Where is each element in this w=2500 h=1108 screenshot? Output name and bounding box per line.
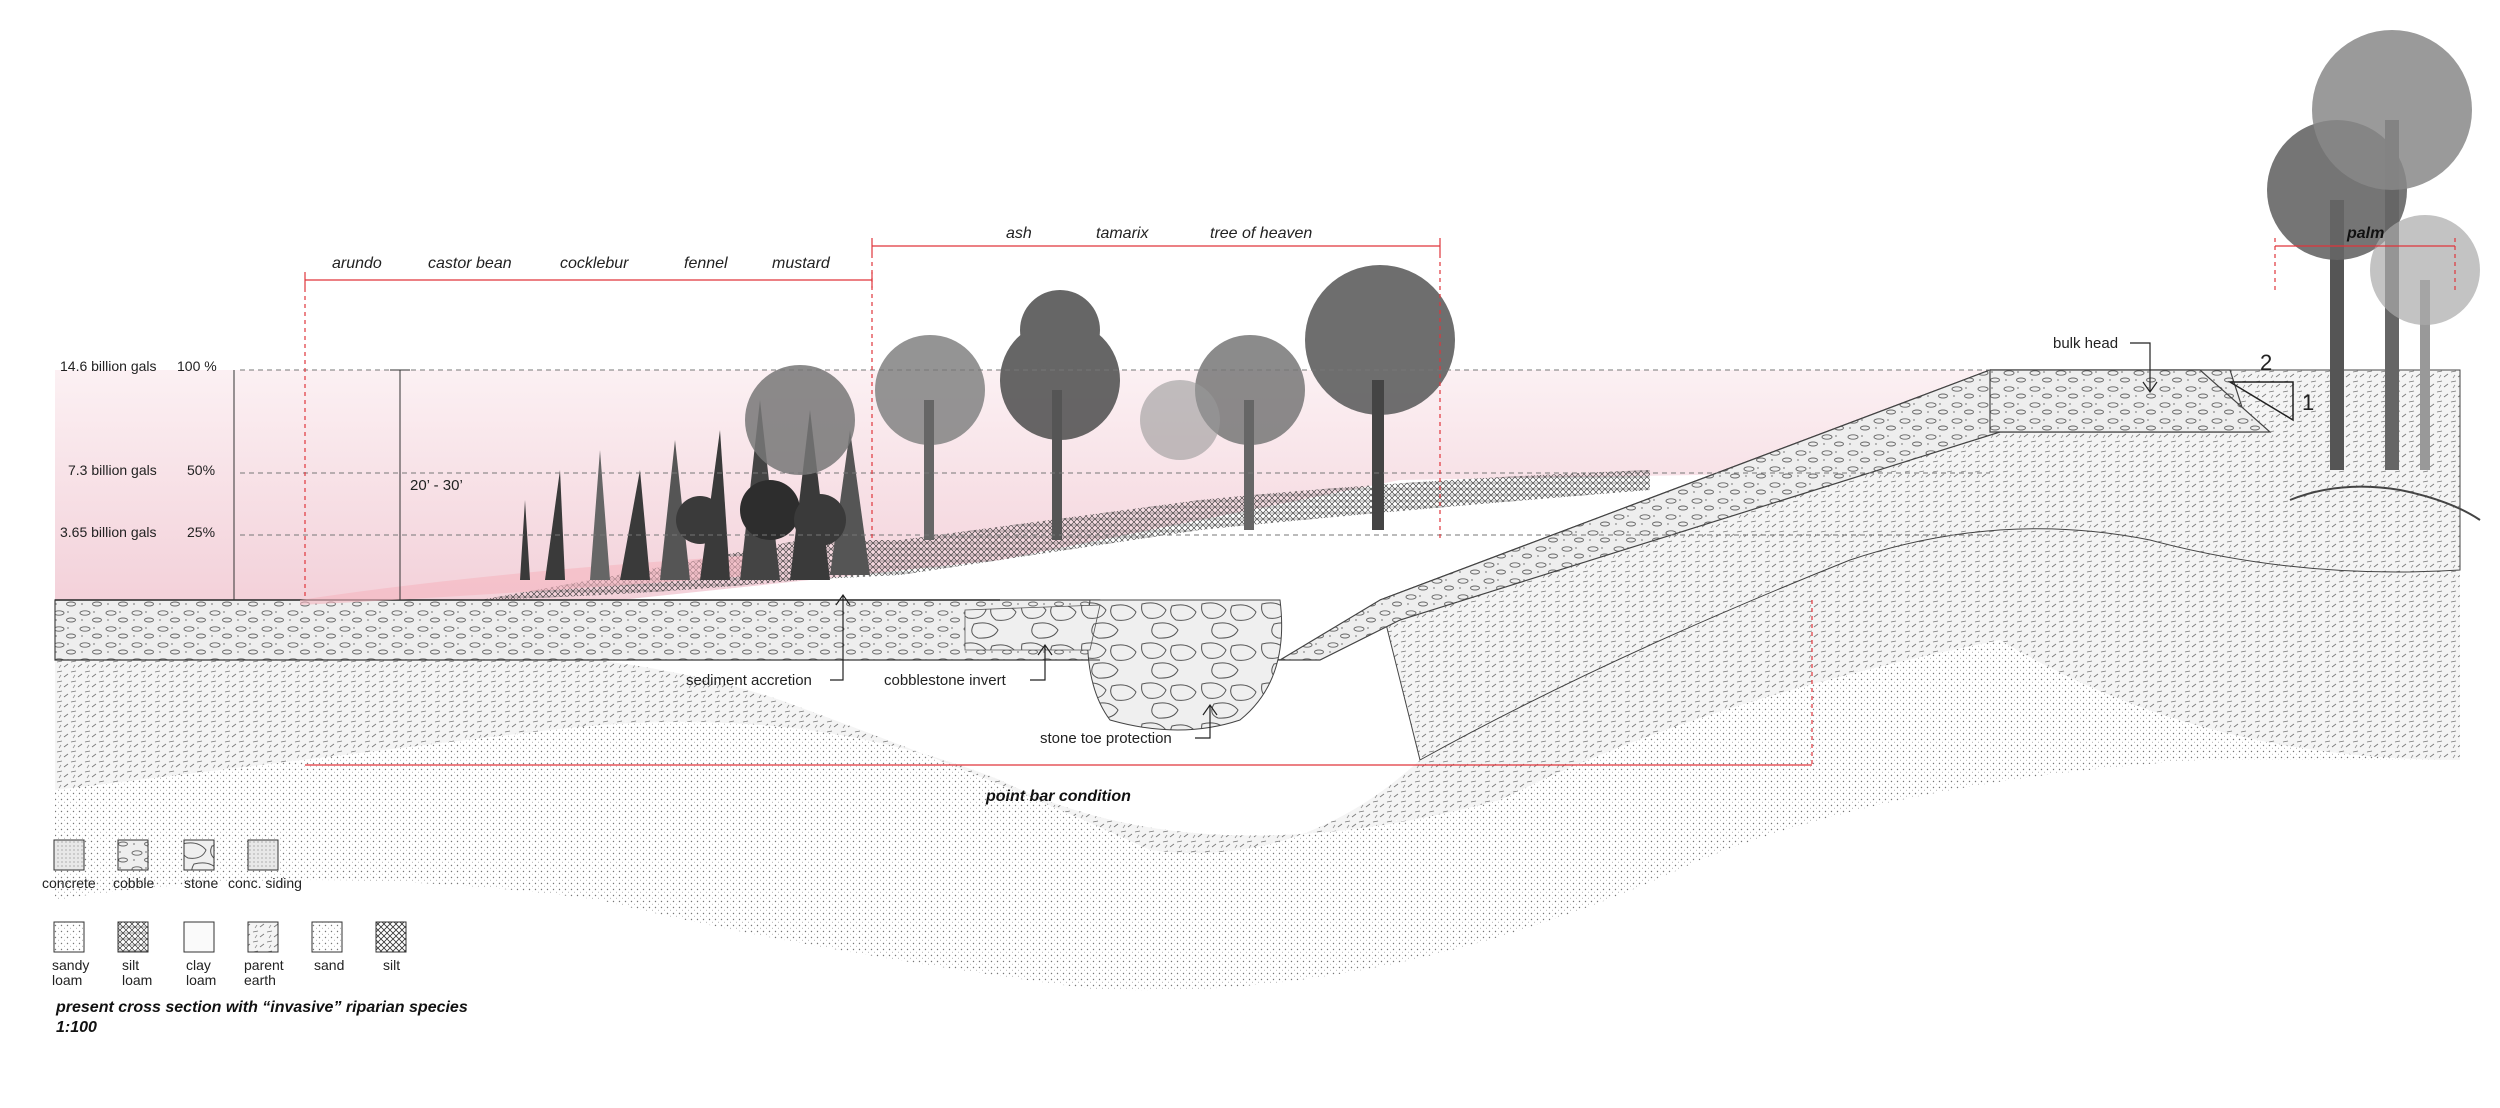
legend-label: silt (383, 957, 400, 973)
water-level-percent: 100 % (177, 358, 217, 374)
species-label-palm: palm (2346, 225, 2384, 242)
dimension-lines (304, 238, 2456, 766)
species-label: arundo (332, 255, 382, 272)
species-label: tree of heaven (1210, 225, 1312, 242)
legend-label: stone (184, 875, 218, 891)
shrub-vegetation (520, 400, 870, 580)
slope-rise-label: 1 (2302, 390, 2314, 415)
legend-label: conc. siding (228, 875, 302, 891)
sand-layer (55, 620, 2460, 991)
slope-triangle (2227, 381, 2294, 422)
water-fill (55, 370, 1990, 600)
legend-item-sand: sand (311, 921, 344, 973)
bulk-head-block (1989, 369, 2272, 433)
callout-sediment-accretion: sediment accretion (686, 672, 812, 689)
species-label: ash (1006, 225, 1032, 242)
water-level-volume: 14.6 billion gals (60, 358, 157, 374)
species-label: castor bean (428, 255, 512, 272)
legend-label: concrete (42, 875, 96, 891)
slope-run-label: 2 (2260, 350, 2272, 375)
legend-row-1: concrete cobble stone conc. siding (42, 839, 302, 891)
legend-item-conc-siding: conc. siding (228, 839, 302, 891)
species-label: cocklebur (560, 255, 629, 272)
legend-item-concrete: concrete (42, 839, 96, 891)
embankment-soil (1379, 369, 2461, 761)
water-level-percent: 25% (187, 524, 215, 540)
legend-label: sand (314, 957, 344, 973)
parent-earth-layer (55, 520, 2460, 854)
legend-item-cobble: cobble (113, 839, 154, 891)
callout-point-bar-condition: point bar condition (985, 788, 1131, 805)
water-level-lines (240, 369, 1990, 536)
legend-item-stone: stone (183, 839, 218, 891)
stone-toe (1087, 599, 1283, 731)
cobblestone-invert (964, 604, 1101, 651)
tree-vegetation (745, 265, 1455, 540)
depth-range-label: 20’ - 30’ (410, 477, 463, 494)
callout-cobblestone-invert: cobblestone invert (884, 672, 1007, 689)
legend-label: cobble (113, 875, 154, 891)
species-label: mustard (772, 255, 831, 272)
caption-scale: 1:100 (56, 1019, 97, 1036)
palm-trees (2267, 30, 2481, 521)
callout-bulk-head: bulk head (2053, 335, 2118, 352)
species-label: fennel (684, 255, 728, 272)
legend-item-silt: silt (375, 921, 407, 973)
caption-title: present cross section with “invasive” ri… (55, 999, 468, 1016)
species-label: tamarix (1096, 225, 1149, 242)
water-level-volume: 7.3 billion gals (68, 462, 157, 478)
water-level-percent: 50% (187, 462, 215, 478)
callout-stone-toe-protection: stone toe protection (1040, 730, 1172, 747)
callout-leaders (830, 342, 2158, 739)
water-level-volume: 3.65 billion gals (60, 524, 157, 540)
